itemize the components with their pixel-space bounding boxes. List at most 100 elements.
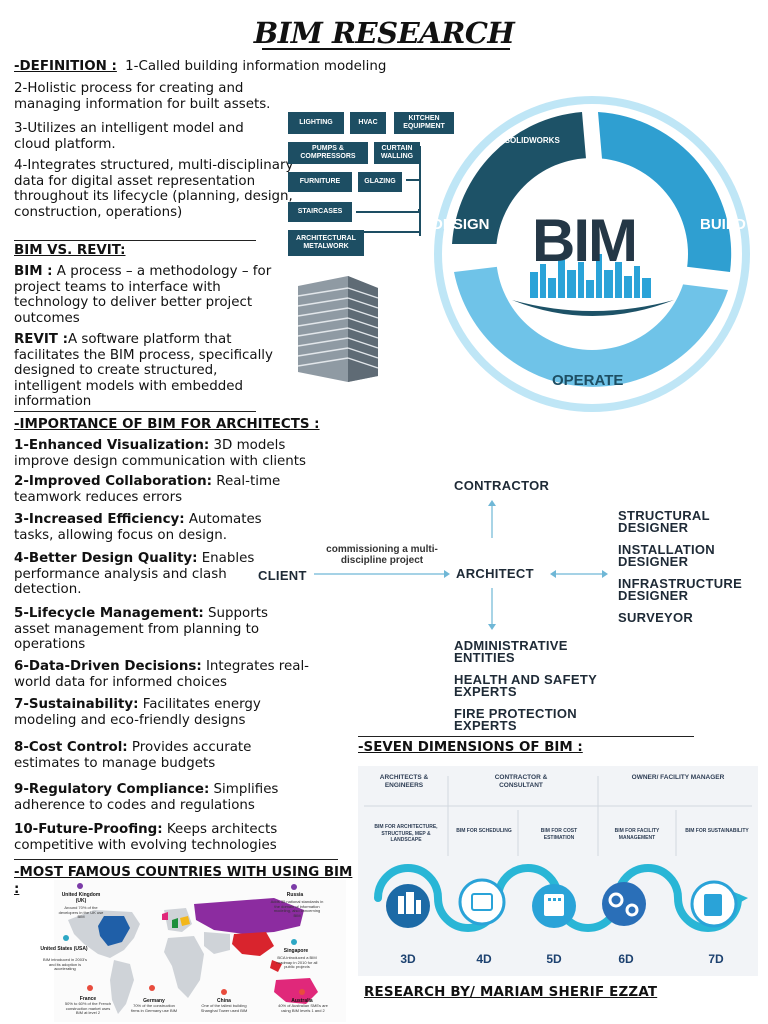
importance-text: Simplifies adherence to codes and regula… xyxy=(14,782,279,813)
divider xyxy=(14,859,338,860)
category-box: STAIRCASES xyxy=(288,202,352,222)
client-label: CLIENT xyxy=(258,568,307,583)
importance-item-8: 8-Cost Control: Provides accurate estima… xyxy=(14,740,276,771)
solidworks-logo: ƨ SOLIDWORKS xyxy=(498,136,560,145)
revit-text: A software platform that facilitates the… xyxy=(14,332,273,410)
importance-label: 3-Increased Efficiency: xyxy=(14,512,185,527)
map-country-name: Australia xyxy=(291,998,313,1004)
bim-definition: BIM : A process – a methodology – for pr… xyxy=(14,264,278,326)
credit-text: RESEARCH BY/ MARIAM SHERIF EZZAT xyxy=(364,985,658,1000)
importance-label: 9-Regulatory Compliance: xyxy=(14,782,210,797)
seven-dimensions-graphic: ARCHITECTS & ENGINEERS CONTRACTOR & CONS… xyxy=(358,766,758,976)
map-country-note: Around 70% of the developers in the UK u… xyxy=(58,905,104,920)
map-country-note: 40% of Australian SMEs are using BIM lev… xyxy=(278,1003,328,1013)
dimension-label: 3D xyxy=(400,952,416,966)
importance-text: Facilitates energy modeling and eco-frie… xyxy=(14,697,261,728)
importance-item-2: 2-Improved Collaboration: Real-time team… xyxy=(14,474,314,505)
category-box: HVAC xyxy=(350,112,386,134)
map-country-note: 50% to 60% of the French construction ma… xyxy=(64,1001,112,1016)
divider xyxy=(358,736,694,737)
importance-text: Automates tasks, allowing focus on desig… xyxy=(14,512,262,543)
category-box: PUMPS & COMPRESSORS xyxy=(288,142,368,164)
dimension-sub: BIM FOR COST ESTIMATION xyxy=(540,828,578,841)
group-header: ARCHITECTS & ENGINEERS xyxy=(379,774,429,789)
category-box: FURNITURE xyxy=(288,172,352,192)
importance-item-9: 9-Regulatory Compliance: Simplifies adhe… xyxy=(14,782,296,813)
revit-label: REVIT : xyxy=(14,332,68,347)
importance-item-6: 6-Data-Driven Decisions: Integrates real… xyxy=(14,659,314,690)
map-country-note: One of the tallest building Shanghai Tow… xyxy=(200,1003,248,1013)
right-role: INFRASTRUCTURE DESIGNER xyxy=(618,576,743,603)
importance-text: Keeps architects competitive with evolvi… xyxy=(14,822,278,853)
map-country-name: United Kingdom (UK) xyxy=(61,892,101,904)
seven-heading: -SEVEN DIMENSIONS OF BIM : xyxy=(358,740,583,755)
group-header: CONTRACTOR & CONSULTANT xyxy=(494,774,548,789)
importance-text: Supports asset management from planning … xyxy=(14,606,268,653)
map-country-note: BCA introduced a BIM roadmap in 2010 for… xyxy=(276,955,318,970)
solidworks-icon: ƨ xyxy=(498,136,505,145)
solidworks-text: SOLIDWORKS xyxy=(504,136,560,145)
category-box: GLAZING xyxy=(358,172,402,192)
dimension-label: 5D xyxy=(546,952,562,966)
importance-label: 7-Sustainability: xyxy=(14,697,139,712)
definition-item-2: 2-Holistic process for creating and mana… xyxy=(14,81,271,112)
bim-lifecycle-graphic: LIGHTING HVAC KITCHEN EQUIPMENT PUMPS & … xyxy=(286,96,768,430)
dimension-sub: BIM FOR SUSTAINABILITY xyxy=(685,828,749,834)
importance-item-3: 3-Increased Efficiency: Automates tasks,… xyxy=(14,512,304,543)
importance-text: 3D models improve design communication w… xyxy=(14,438,306,469)
build-label: BUILD xyxy=(700,216,746,233)
importance-item-10: 10-Future-Proofing: Keeps architects com… xyxy=(14,822,304,853)
architect-label: ARCHITECT xyxy=(456,566,534,581)
world-map: United Kingdom (UK) Around 70% of the de… xyxy=(40,880,346,1022)
group-header: OWNER/ FACILITY MANAGER xyxy=(631,774,725,781)
countries-heading: -MOST FAMOUS COUNTRIES WITH USING BIM : xyxy=(14,865,353,897)
map-country-name: Russia xyxy=(286,892,304,898)
dimension-sub: BIM FOR FACILITY MANAGEMENT xyxy=(614,828,660,841)
design-label: DESIGN xyxy=(432,216,490,233)
vs-heading: BIM VS. REVIT: xyxy=(14,243,126,258)
below-role: HEALTH AND SAFETY EXPERTS xyxy=(454,672,597,699)
map-country-name: Singapore xyxy=(283,948,309,954)
definition-line-1: -DEFINITION : 1-Called building informat… xyxy=(14,59,434,75)
category-box: CURTAIN WALLING xyxy=(374,142,420,164)
dimension-sub: BIM FOR SCHEDULING xyxy=(456,828,512,834)
map-country-name: United States (USA) xyxy=(40,946,88,952)
bim-label: BIM : xyxy=(14,264,53,279)
importance-text: Enables performance analysis and clash d… xyxy=(14,551,255,598)
category-box: KITCHEN EQUIPMENT xyxy=(394,112,454,134)
dimension-sub: BIM FOR ARCHITECTURE, STRUCTURE, MEP & L… xyxy=(374,824,438,843)
importance-item-4: 4-Better Design Quality: Enables perform… xyxy=(14,551,270,598)
divider xyxy=(14,240,256,241)
importance-label: 2-Improved Collaboration: xyxy=(14,474,213,489)
importance-label: 6-Data-Driven Decisions: xyxy=(14,659,202,674)
map-country-name: Germany xyxy=(143,998,165,1004)
definition-item-1: 1-Called building information modeling xyxy=(125,59,387,74)
dimension-label: 7D xyxy=(708,952,724,966)
importance-label: 4-Better Design Quality: xyxy=(14,551,198,566)
title-underline xyxy=(262,48,510,50)
category-box: LIGHTING xyxy=(288,112,344,134)
dimension-label: 4D xyxy=(476,952,492,966)
importance-label: 1-Enhanced Visualization: xyxy=(14,438,210,453)
right-role: INSTALLATION DESIGNER xyxy=(618,542,715,569)
importance-item-7: 7-Sustainability: Facilitates energy mod… xyxy=(14,697,294,728)
bim-cycle-ring xyxy=(434,96,750,412)
below-role: FIRE PROTECTION EXPERTS xyxy=(454,706,577,733)
importance-text: Provides accurate estimates to manage bu… xyxy=(14,740,252,771)
importance-label: 5-Lifecycle Management: xyxy=(14,606,204,621)
map-country-note: BIM introduced in 2003's and its adoptio… xyxy=(43,957,87,972)
building-icon xyxy=(297,276,379,382)
map-country-name: France xyxy=(79,996,97,1002)
right-role: STRUCTURAL DESIGNER xyxy=(618,508,710,535)
divider xyxy=(14,411,256,412)
definition-heading: -DEFINITION : xyxy=(14,59,117,74)
map-country-name: China xyxy=(217,998,231,1004)
right-role: SURVEYOR xyxy=(618,610,694,625)
dimension-label: 6D xyxy=(618,952,634,966)
importance-heading: -IMPORTANCE OF BIM FOR ARCHITECTS : xyxy=(14,417,320,432)
map-country-note: 70% of the construction firms in Germany… xyxy=(130,1003,178,1013)
bim-text: A process – a methodology – for project … xyxy=(14,264,272,326)
importance-text: Integrates real-world data for informed … xyxy=(14,659,310,690)
bim-center-label: BIM xyxy=(532,207,638,274)
operate-label: OPERATE xyxy=(552,372,624,389)
